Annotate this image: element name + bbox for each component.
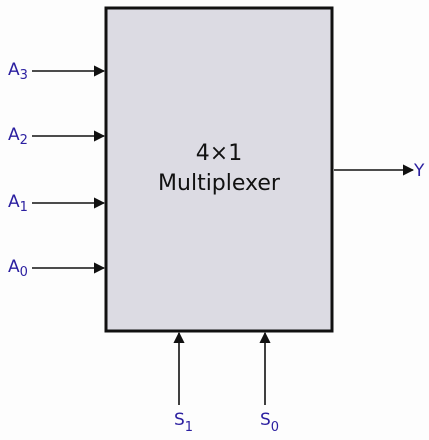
- select-label-s0: S0: [260, 410, 279, 435]
- input-label-a0: A0: [8, 257, 28, 280]
- input-label-a2: A2: [8, 125, 28, 148]
- input-label-a1-base: A: [8, 192, 20, 212]
- output-label-y: Y: [413, 161, 425, 181]
- input-label-a3-sub: 3: [20, 68, 28, 83]
- input-label-a3-base: A: [8, 60, 20, 80]
- input-label-a3: A3: [8, 60, 28, 83]
- select-label-s0-sub: 0: [271, 420, 279, 435]
- multiplexer-block: [104, 6, 334, 333]
- select-label-s1: S1: [174, 410, 193, 435]
- block-title-line1: 4×1: [196, 141, 242, 166]
- input-label-a2-sub: 2: [20, 133, 28, 148]
- input-label-a0-base: A: [8, 257, 20, 277]
- block-title-line2: Multiplexer: [158, 171, 281, 196]
- input-label-a0-sub: 0: [20, 265, 28, 280]
- input-label-a1-sub: 1: [20, 200, 28, 215]
- select-label-s1-base: S: [174, 410, 185, 430]
- input-label-a1: A1: [8, 192, 28, 215]
- select-label-s1-sub: 1: [185, 420, 193, 435]
- select-label-s0-base: S: [260, 410, 271, 430]
- input-label-a2-base: A: [8, 125, 20, 145]
